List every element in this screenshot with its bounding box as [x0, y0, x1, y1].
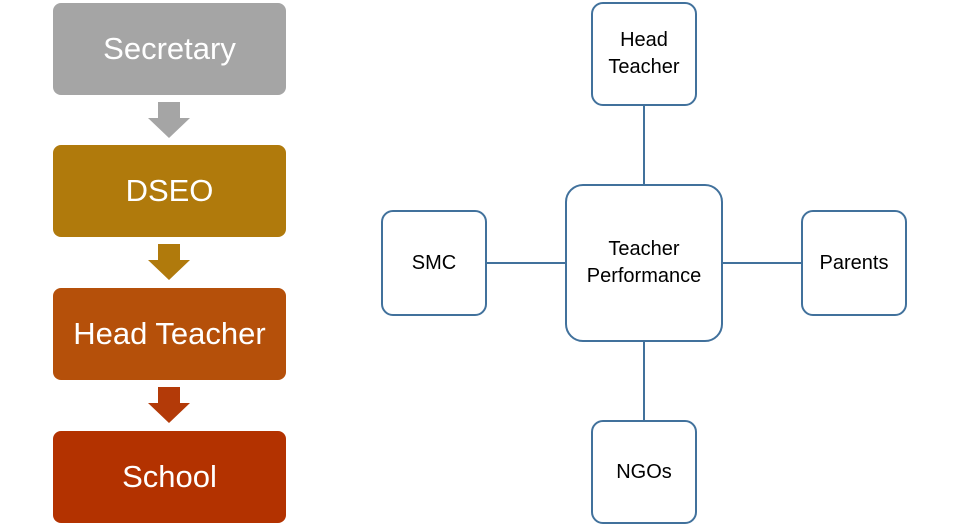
- node-label: Parents: [819, 251, 889, 274]
- node-label: Head Teacher: [608, 29, 680, 78]
- hierarchy-label: Secretary: [103, 31, 236, 66]
- down-arrow-icon: [148, 244, 190, 280]
- node-smc: SMC: [381, 210, 487, 316]
- hierarchy-box-school: School: [53, 431, 286, 523]
- hierarchy-box-secretary: Secretary: [53, 3, 286, 95]
- hierarchy-label: Head Teacher: [73, 316, 266, 351]
- hierarchy-box-head-teacher: Head Teacher: [53, 288, 286, 380]
- hierarchy-label: DSEO: [125, 173, 214, 208]
- node-head-teacher: Head Teacher: [591, 2, 697, 106]
- node-parents: Parents: [801, 210, 907, 316]
- hierarchy-box-dseo: DSEO: [53, 145, 286, 237]
- node-label: SMC: [411, 251, 457, 274]
- node-ngos: NGOs: [591, 420, 697, 524]
- node-label: NGOs: [616, 460, 672, 483]
- down-arrow-icon: [148, 102, 190, 138]
- down-arrow-icon: [148, 387, 190, 423]
- node-teacher-performance: Teacher Performance: [565, 184, 723, 342]
- node-label: Teacher Performance: [586, 238, 702, 287]
- hierarchy-label: School: [122, 459, 217, 494]
